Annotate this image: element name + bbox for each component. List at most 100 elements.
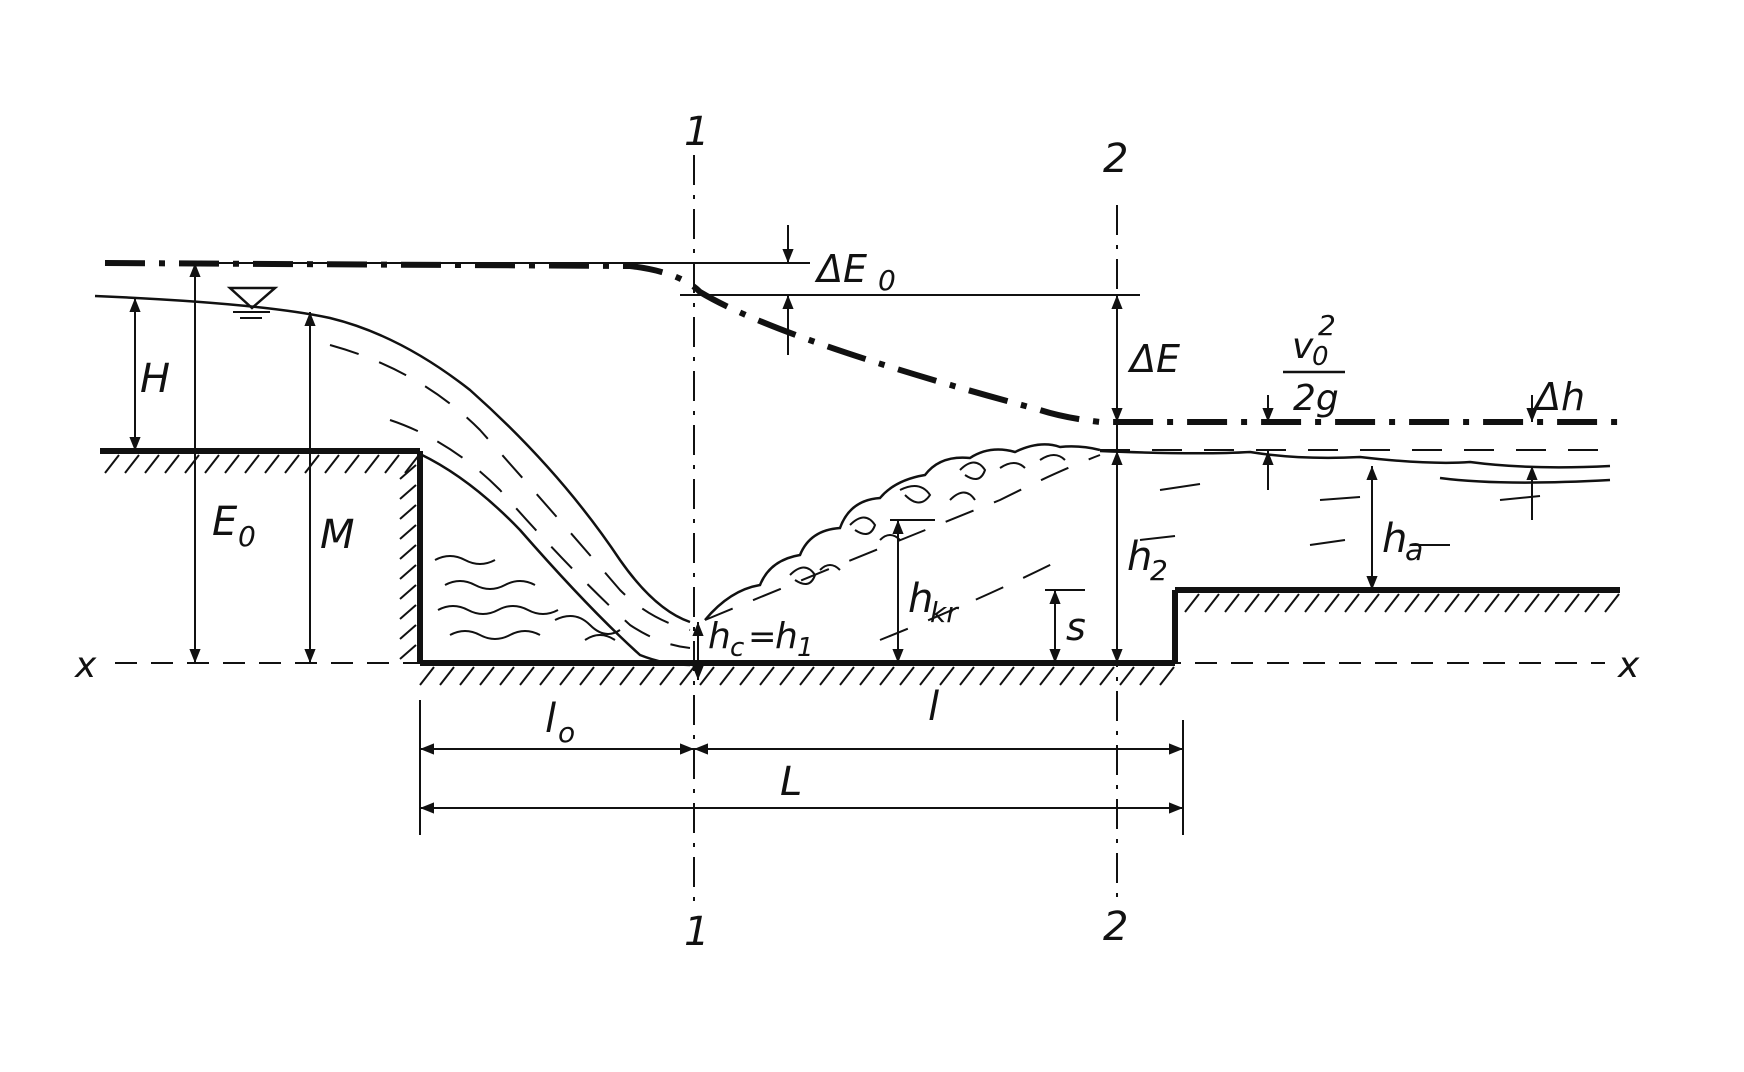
hatch-mark [224,454,240,474]
upstream-water-surface [94,294,691,624]
upstream-bed-hatch [104,454,420,474]
basin-roller-water [434,555,621,641]
svg-text:2: 2 [1318,309,1336,342]
hatch-mark [284,454,300,474]
hatch-mark [1264,593,1280,613]
hatch-mark [479,666,495,686]
label-dE0: ΔE 0 [814,247,896,297]
hatch-mark [164,454,180,474]
hatch-mark [679,666,695,686]
hatch-mark [619,666,635,686]
hatch-mark [599,666,615,686]
hatch-mark [404,454,420,474]
hatch-mark [344,454,360,474]
hatch-mark [1019,666,1035,686]
hatch-mark [999,666,1015,686]
section-1-top-label: 1 [684,109,709,155]
label-h2: h 2 [1127,534,1168,587]
label-ha: h a [1382,516,1423,568]
hatch-mark [1464,593,1480,613]
label-dh: Δh [1532,375,1585,419]
svg-text:h: h [708,616,731,657]
hatch-mark [1079,666,1095,686]
svg-text:2g: 2g [1293,378,1339,419]
hatch-mark [399,504,417,520]
label-H: H [140,356,170,402]
hatch-mark [399,464,417,480]
svg-text:ΔE: ΔE [814,247,867,291]
hatch-mark [1224,593,1240,613]
svg-text:o: o [558,716,575,749]
hatch-mark [1584,593,1600,613]
hatch-mark [519,666,535,686]
water-surface-symbol [226,286,279,310]
hatch-mark [1304,593,1320,613]
label-hkr: h kr [908,576,959,629]
hatch-mark [699,666,715,686]
jump-dashes-1 [704,454,1101,621]
hatch-mark [1404,593,1420,613]
hatch-mark [1604,593,1620,613]
nappe-lower-surface [419,452,691,667]
hatch-mark [1344,593,1360,613]
datum-label-left: x [74,645,97,686]
hatch-mark [1544,593,1560,613]
hatch-mark [304,454,320,474]
label-v0-squared-over-2g: v 2 0 2g [1283,309,1345,419]
hatch-mark [1364,593,1380,613]
hatch-mark [1564,593,1580,613]
label-L: L [780,759,802,805]
hatch-mark [659,666,675,686]
hatch-mark [939,666,955,686]
section-2-bottom-label: 2 [1103,904,1128,950]
hatch-mark [1324,593,1340,613]
hatch-mark [879,666,895,686]
svg-text:0: 0 [878,264,896,297]
hatch-mark [1524,593,1540,613]
label-l0: l o [545,696,575,749]
hatch-mark [979,666,995,686]
section-2-top-label: 2 [1103,136,1128,182]
hatch-mark [459,666,475,686]
hatch-mark [399,604,417,620]
hatch-mark [399,564,417,580]
label-E0: E 0 [212,499,256,553]
svg-text:kr: kr [930,596,959,629]
hatch-mark [1484,593,1500,613]
svg-text:a: a [1405,533,1423,568]
energy-line [104,260,1625,425]
hatch-mark [1159,666,1175,686]
hatch-mark [384,454,400,474]
hatch-mark [399,624,417,640]
hatch-mark [264,454,280,474]
hatch-mark [144,454,160,474]
downstream-bed-hatch [1184,593,1620,613]
svg-text:h: h [775,616,798,657]
hatch-mark [799,666,815,686]
hatch-mark [399,524,417,540]
hatch-mark [819,666,835,686]
hatch-mark [399,644,417,660]
datum-label-right: x [1617,645,1640,686]
svg-text:E: E [212,499,238,545]
hatch-mark [364,454,380,474]
svg-text:h: h [1127,534,1152,580]
hatch-mark [1204,593,1220,613]
hatch-mark [324,454,340,474]
hatch-mark [1119,666,1135,686]
hatch-mark [859,666,875,686]
hatch-mark [759,666,775,686]
label-dE: ΔE [1127,337,1180,381]
tailwater-dashes [1139,483,1541,546]
svg-text:0: 0 [238,520,256,553]
tailwater-surface-2 [1439,476,1611,484]
svg-text:h: h [1382,516,1407,562]
hatch-mark [184,454,200,474]
svg-text:h: h [908,576,933,622]
svg-text:c: c [730,633,744,663]
hatch-mark [899,666,915,686]
hatch-mark [959,666,975,686]
hatch-mark [1039,666,1055,686]
hatch-mark [919,666,935,686]
